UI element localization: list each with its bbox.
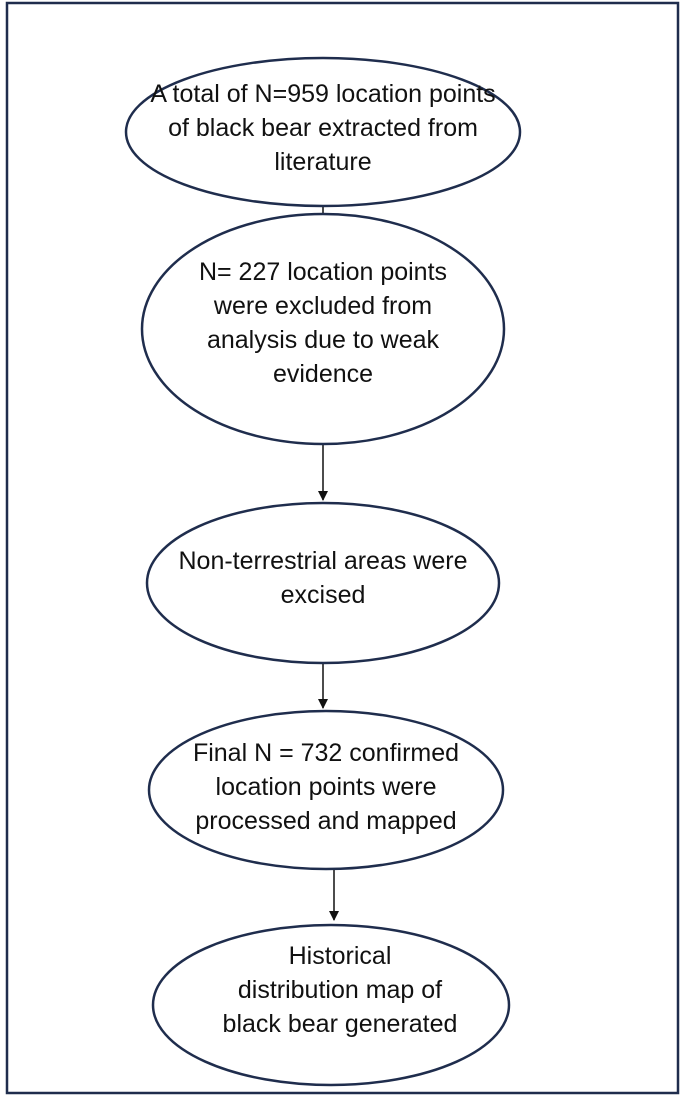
flow-node-4: Final N = 732 confirmed location points w… — [147, 709, 505, 871]
node-ellipse-5 — [151, 923, 511, 1087]
node-3-line-2: excised — [281, 581, 366, 609]
flow-node-3: Non-terrestrial areas were excised — [145, 501, 501, 665]
nodes-layer: A total of N=959 location points of black… — [124, 56, 522, 1087]
node-ellipse-4 — [147, 709, 505, 871]
node-2-line-4: evidence — [273, 360, 373, 388]
node-2-line-3: analysis due to weak — [207, 326, 440, 354]
node-ellipse-2 — [140, 212, 506, 446]
node-5-line-1: Historical — [289, 942, 392, 970]
node-5-line-3: black bear generated — [223, 1010, 458, 1038]
node-3-line-1: Non-terrestrial areas were — [179, 547, 468, 575]
node-2-line-1: N= 227 location points — [199, 258, 447, 286]
node-1-line-2: of black bear extracted from — [168, 114, 478, 142]
node-1-line-3: literature — [274, 148, 371, 176]
node-4-line-1: Final N = 732 confirmed — [193, 739, 459, 767]
node-2-line-2: were excluded from — [213, 292, 432, 320]
node-ellipse-1 — [124, 56, 522, 208]
node-ellipse-3 — [145, 501, 501, 665]
node-4-line-2: location points were — [216, 773, 437, 801]
diagram-frame — [5, 1, 680, 1095]
node-1-line-1: A total of N=959 location points — [150, 80, 495, 108]
node-4-line-3: processed and mapped — [195, 807, 456, 835]
flow-node-1: A total of N=959 location points of black… — [124, 56, 522, 208]
node-5-line-2: distribution map of — [238, 976, 442, 1004]
flow-node-2: N= 227 location points were excluded from… — [140, 212, 506, 446]
flow-node-5: Historical distribution map of black bear … — [151, 923, 511, 1087]
